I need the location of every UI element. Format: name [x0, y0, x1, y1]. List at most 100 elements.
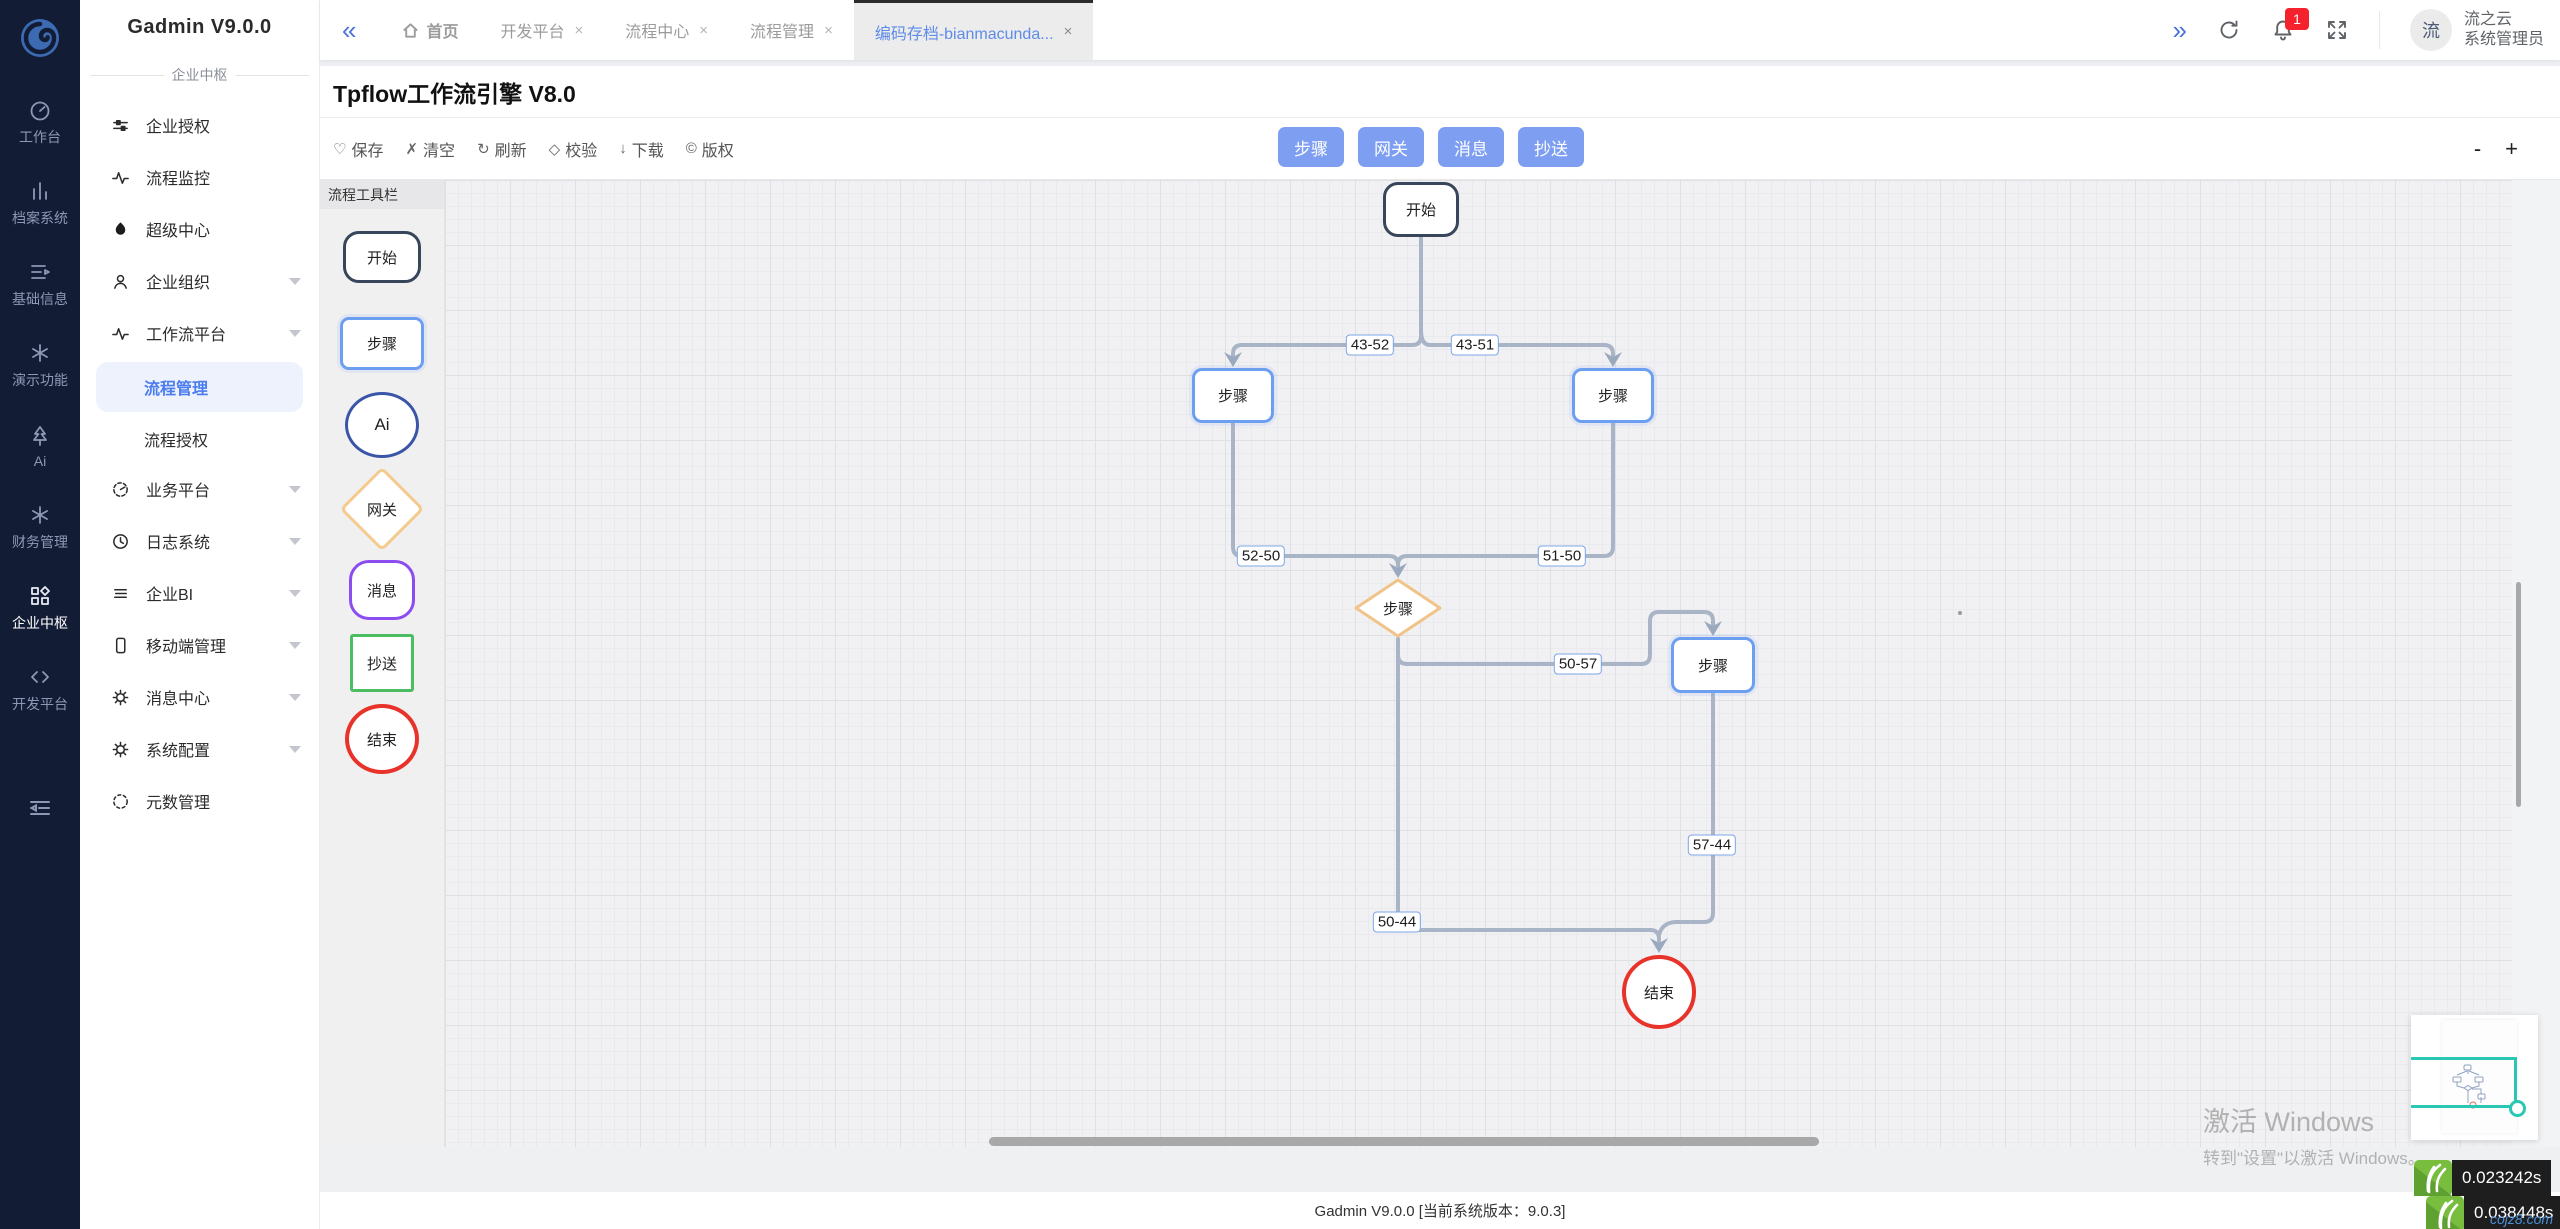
tab-dev-platform[interactable]: 开发平台 ×: [479, 0, 604, 60]
toolbox-shape-ai[interactable]: Ai: [345, 392, 419, 458]
perf-time-2: 0.038448s: [2464, 1196, 2560, 1229]
rail-item-label: 企业中枢: [12, 614, 68, 631]
refresh-canvas-button[interactable]: ↻ 刷新: [477, 137, 527, 161]
edge-label-43-51[interactable]: 43-51: [1450, 334, 1500, 356]
tab-close-icon[interactable]: ×: [574, 21, 584, 39]
menu-fold-button[interactable]: [0, 795, 80, 821]
sidebar-item-super-center[interactable]: 超级中心: [80, 203, 319, 255]
copyright-button[interactable]: © 版权: [686, 137, 734, 161]
horizontal-scrollbar[interactable]: [989, 1137, 1819, 1146]
sidebar-item-label: 工作流平台: [146, 327, 227, 344]
tab-label: 首页: [426, 24, 459, 41]
vertical-scrollbar[interactable]: [2516, 582, 2521, 807]
minimap-viewport-handle[interactable]: [2509, 1100, 2526, 1117]
tab-close-icon[interactable]: ×: [699, 21, 709, 39]
code-icon: [31, 670, 49, 683]
flow-node-step-left[interactable]: 步骤: [1192, 368, 1274, 423]
edge-start-to-step-right[interactable]: [1419, 328, 1615, 362]
toolbox-shape-end[interactable]: 结束: [345, 704, 419, 774]
edge-label-51-50[interactable]: 51-50: [1537, 545, 1587, 567]
snowflake-icon: [32, 505, 48, 524]
toolbox-shape-start[interactable]: 开始: [343, 231, 421, 283]
user-menu[interactable]: 流 流之云 系统管理员: [2409, 9, 2544, 51]
tab-process-center[interactable]: 流程中心 ×: [604, 0, 729, 60]
sidebar-item-process-monitor[interactable]: 流程监控: [80, 151, 319, 203]
tabs-expand-button[interactable]: »: [2172, 14, 2187, 45]
tab-coding-archive-active[interactable]: 编码存档-bianmacunda... ×: [853, 0, 1094, 60]
zoom-in-button[interactable]: +: [2505, 136, 2518, 161]
notifications-button[interactable]: 1: [2271, 8, 2309, 42]
flow-canvas[interactable]: 开始 步骤 步骤 步骤 步骤 结束 43-52 43-51 52-50 51-5…: [445, 180, 2512, 1147]
flow-node-gateway[interactable]: 步骤: [1355, 579, 1441, 637]
sidebar-subitem-process-authorization[interactable]: 流程授权: [80, 415, 319, 463]
flow-node-start[interactable]: 开始: [1383, 182, 1459, 237]
clear-button[interactable]: ✗ 清空: [405, 137, 455, 161]
tab-close-icon[interactable]: ×: [824, 21, 833, 39]
add-gateway-button[interactable]: 网关: [1358, 127, 1424, 167]
edge-label-50-44[interactable]: 50-44: [1372, 911, 1422, 933]
flow-node-step-right[interactable]: 步骤: [1572, 368, 1654, 423]
chevron-down-icon: [289, 485, 301, 493]
rail-item-dev-platform[interactable]: 开发平台: [0, 657, 80, 721]
gateway-diamond-node[interactable]: [1354, 578, 1442, 638]
tab-process-management[interactable]: 流程管理 ×: [729, 0, 854, 60]
rail-item-demo[interactable]: 演示功能: [0, 333, 80, 397]
perf-site-link[interactable]: cojz8.com: [2490, 1211, 2554, 1227]
dashboard-icon: [30, 101, 50, 120]
edge-label-57-44[interactable]: 57-44: [1687, 834, 1737, 856]
sidebar-item-workflow-platform[interactable]: 工作流平台: [80, 307, 319, 359]
flow-node-end[interactable]: 结束: [1622, 955, 1696, 1029]
rail-item-archives[interactable]: 档案系统: [0, 171, 80, 235]
add-step-button[interactable]: 步骤: [1278, 127, 1344, 167]
tab-close-icon[interactable]: ×: [1063, 23, 1073, 40]
tab-label: 编码存档-bianmacunda...: [874, 25, 1054, 43]
toolbox-shape-copy[interactable]: 抄送: [350, 634, 414, 692]
minimap-viewport[interactable]: [2411, 1057, 2517, 1108]
edge-label-52-50[interactable]: 52-50: [1236, 545, 1286, 567]
sidebar-item-enterprise-org[interactable]: 企业组织: [80, 255, 319, 307]
edge-step-lower-to-end[interactable]: [1657, 692, 1715, 937]
minimap[interactable]: [2411, 1015, 2538, 1140]
zoom-out-button[interactable]: -: [2473, 136, 2482, 161]
download-button[interactable]: ↓ 下载: [619, 137, 664, 161]
sidebar-item-mobile-management[interactable]: 移动端管理: [80, 619, 319, 671]
edge-step-right-to-gateway[interactable]: [1396, 422, 1615, 567]
sidebar-item-label: 流程监控: [146, 171, 211, 188]
sidebar-item-enterprise-auth[interactable]: 企业授权: [80, 99, 319, 151]
sidebar-item-log-system[interactable]: 日志系统: [80, 515, 319, 567]
save-button[interactable]: ♡ 保存: [333, 137, 383, 161]
edge-label-50-57[interactable]: 50-57: [1553, 653, 1603, 675]
snowflake-icon: [32, 343, 48, 362]
sidebar-item-metadata-management[interactable]: 元数管理: [80, 775, 319, 827]
sidebar-item-enterprise-bi[interactable]: 企业BI: [80, 567, 319, 619]
validate-button[interactable]: ◇ 校验: [549, 137, 598, 161]
add-copy-button[interactable]: 抄送: [1518, 127, 1584, 167]
add-message-button[interactable]: 消息: [1438, 127, 1504, 167]
sidebar-item-business-platform[interactable]: 业务平台: [80, 463, 319, 515]
rail-item-workbench[interactable]: 工作台: [0, 90, 80, 154]
edge-label-43-52[interactable]: 43-52: [1345, 334, 1395, 356]
toolbox-shape-message[interactable]: 消息: [349, 560, 415, 620]
rail-item-enterprise-hub[interactable]: 企业中枢: [0, 576, 80, 640]
status-text: Gadmin V9.0.0 [当前系统版本：9.0.3]: [1314, 1203, 1566, 1220]
tab-home[interactable]: 首页: [380, 0, 479, 60]
toolbox-shape-gateway[interactable]: 网关: [339, 466, 425, 552]
edge-gateway-to-step-lower[interactable]: [1396, 610, 1715, 666]
edge-gateway-to-end[interactable]: [1396, 637, 1661, 947]
sidebar-item-label: 日志系统: [146, 535, 211, 552]
toolbar-label: 保存: [351, 142, 384, 160]
toolbox-shape-step[interactable]: 步骤: [340, 317, 424, 370]
sidebar-item-message-center[interactable]: 消息中心: [80, 671, 319, 723]
rail-item-ai[interactable]: Ai: [0, 414, 80, 478]
sidebar-subitem-process-management[interactable]: 流程管理: [96, 362, 303, 412]
shape-label: 网关: [366, 501, 397, 519]
flow-node-step-lower[interactable]: 步骤: [1671, 637, 1755, 693]
app-logo-icon[interactable]: [20, 18, 60, 58]
refresh-button[interactable]: [2217, 18, 2241, 42]
sidebar-item-system-config[interactable]: 系统配置: [80, 723, 319, 775]
bar-chart-icon: [33, 181, 47, 200]
fullscreen-button[interactable]: [2325, 18, 2349, 42]
rail-item-basic-info[interactable]: 基础信息: [0, 252, 80, 316]
tabs-collapse-button[interactable]: «: [342, 14, 357, 45]
rail-item-finance[interactable]: 财务管理: [0, 495, 80, 559]
